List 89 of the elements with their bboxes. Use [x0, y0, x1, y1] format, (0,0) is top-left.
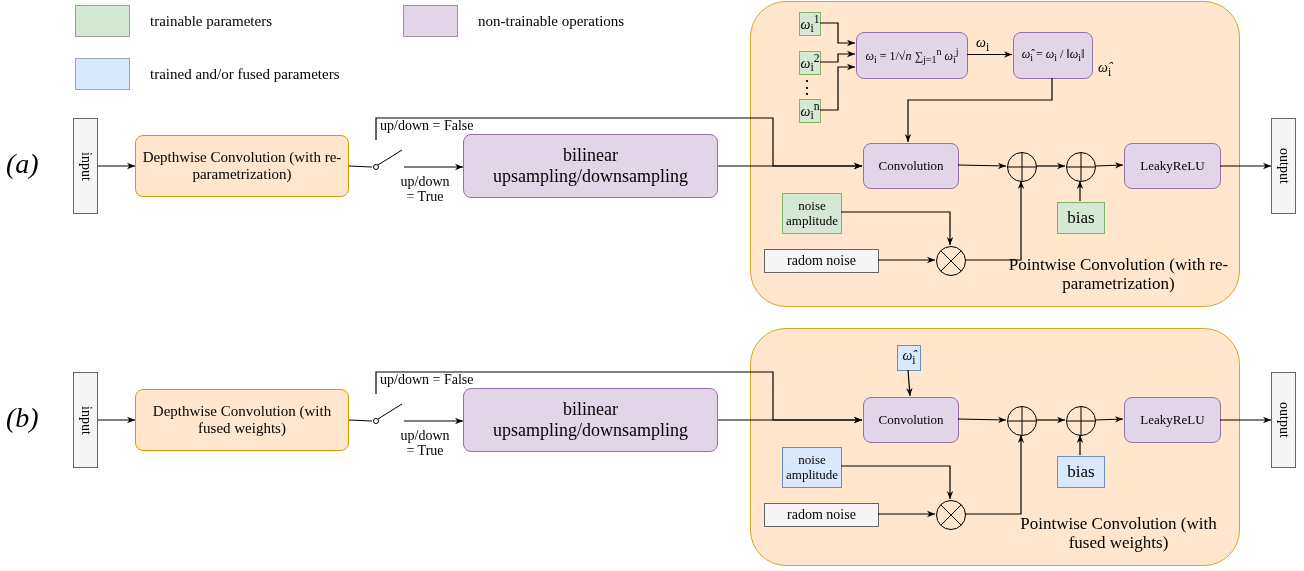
arrow [819, 50, 856, 63]
node-label: input [77, 405, 94, 435]
operation-box [1013, 32, 1093, 79]
operation-box [1124, 397, 1221, 443]
arrow [966, 51, 1013, 58]
arrow [877, 256, 936, 264]
arrow [1035, 162, 1066, 170]
sum-node [1007, 152, 1037, 182]
arrow [97, 162, 136, 170]
node-label: LeakyReLU [1140, 158, 1205, 174]
arrow [1094, 162, 1124, 169]
module-panel [750, 1, 1240, 307]
operation-box [1124, 143, 1221, 189]
node-label: bias [1067, 208, 1095, 228]
parameter-box [1057, 202, 1105, 234]
legend-label: trainable parameters [150, 13, 272, 30]
node-label: output [1275, 402, 1292, 438]
node-label: LeakyReLU [1140, 412, 1205, 428]
edge-label: up/down = True [399, 174, 451, 205]
arrow [403, 163, 464, 171]
node-label: Convolution [878, 158, 944, 174]
module-panel [750, 328, 1240, 566]
arrow [957, 162, 1007, 170]
sum-node [1007, 406, 1037, 436]
parameter-box [897, 345, 921, 371]
sum-node [1066, 406, 1096, 436]
io-box [1271, 372, 1296, 468]
operation-box [463, 134, 718, 198]
legend-label: trained and/or fused parameters [150, 66, 340, 83]
node-label: bilinear upsampling/downsampling [492, 399, 689, 441]
arrow [97, 416, 136, 424]
io-box [764, 249, 879, 273]
arrow [403, 417, 464, 425]
io-box [764, 503, 879, 527]
operation-box [863, 397, 959, 443]
panel-label: (b) [6, 402, 39, 434]
operation-box [463, 388, 718, 452]
node-label: output [1275, 148, 1292, 184]
arrow [1219, 162, 1272, 170]
arrow [904, 77, 1053, 143]
node-label: radom noise [787, 506, 856, 524]
node-label: Depthwise Convolution (with fused weights) [151, 402, 333, 438]
arrow [717, 416, 863, 424]
arrow [819, 63, 856, 111]
arrow [964, 180, 1025, 261]
io-box [73, 372, 98, 468]
io-box [73, 118, 98, 214]
product-node [936, 500, 966, 530]
arrow [906, 369, 913, 397]
arrow [1076, 434, 1084, 456]
arrow [1094, 416, 1124, 423]
arrow [717, 162, 863, 170]
legend-label: non-trainable operations [478, 13, 625, 30]
panel-label: (a) [6, 148, 39, 180]
convolution-box [135, 389, 349, 451]
node-label: Convolution [878, 412, 944, 428]
edge-label: ω$_{i}$ [976, 35, 990, 55]
edge-label: up/down = True [399, 428, 451, 459]
node-label: ω̂$_{i}$ [902, 348, 916, 368]
arrow [840, 465, 954, 500]
arrow [1219, 416, 1272, 424]
panel-title: Pointwise Convolution (with re-parametrization) [1007, 254, 1230, 294]
arrow [957, 416, 1007, 424]
parameter-box [1057, 456, 1105, 488]
node-label: Depthwise Convolution (with re-parametrization) [141, 148, 343, 184]
operation-box [856, 32, 968, 79]
edge-label: up/down = False [380, 372, 474, 388]
panel-title: Pointwise Convolution (with fused weights) [1019, 513, 1218, 553]
ellipsis-label: ⋮ [798, 76, 816, 98]
node-label: ω̂$_{i}$ = ω$_{i}$ / ‖ω$_{i}$‖ [1021, 47, 1085, 64]
io-box [1271, 118, 1296, 214]
arrow [819, 22, 856, 47]
node-label: noise amplitude [785, 198, 839, 229]
product-node [936, 246, 966, 276]
node-label: input [77, 151, 94, 181]
operation-box [863, 143, 959, 189]
arrow [877, 510, 936, 518]
convolution-box [135, 135, 349, 197]
node-label: noise amplitude [785, 452, 839, 483]
node-label: radom noise [787, 252, 856, 270]
node-label: bilinear upsampling/downsampling [492, 145, 689, 187]
edge-label: up/down = False [380, 118, 474, 134]
arrow [1035, 416, 1066, 424]
arrow [964, 434, 1025, 515]
sum-node [1066, 152, 1096, 182]
arrow [840, 211, 954, 246]
arrow [1076, 180, 1084, 202]
side-label: ω̂$_{i}$ [1098, 60, 1112, 79]
node-label: bias [1067, 462, 1095, 482]
